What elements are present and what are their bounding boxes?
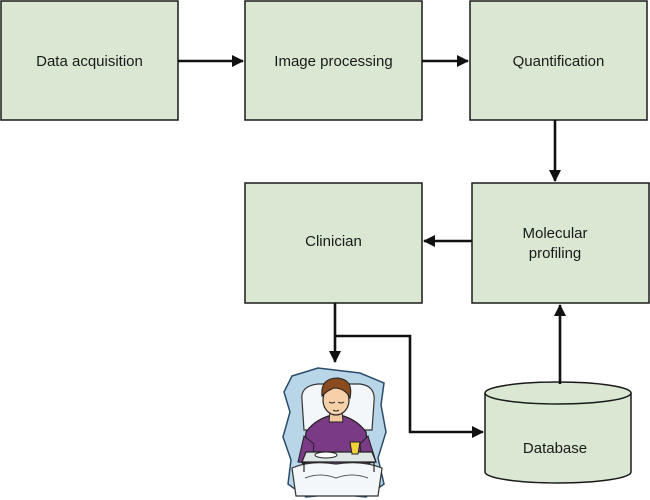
molecular-profiling-label-line2: profiling bbox=[529, 245, 582, 262]
database-cylinder: Database bbox=[484, 381, 632, 484]
clinician-box: Clinician bbox=[244, 182, 423, 304]
arrow-clinician-to-database bbox=[335, 334, 484, 438]
data-acquisition-box: Data acquisition bbox=[0, 0, 179, 121]
molecular-profiling-box: Molecular profiling bbox=[471, 182, 650, 304]
clinician-label: Clinician bbox=[305, 233, 362, 250]
image-processing-label: Image processing bbox=[274, 53, 392, 70]
patient-in-bed-illustration bbox=[282, 367, 387, 498]
data-acquisition-label: Data acquisition bbox=[36, 53, 143, 70]
molecular-profiling-label-line1: Molecular bbox=[522, 225, 587, 242]
quantification-box: Quantification bbox=[469, 0, 648, 121]
quantification-label: Quantification bbox=[513, 53, 605, 70]
image-processing-box: Image processing bbox=[244, 0, 423, 121]
database-label: Database bbox=[523, 440, 587, 457]
